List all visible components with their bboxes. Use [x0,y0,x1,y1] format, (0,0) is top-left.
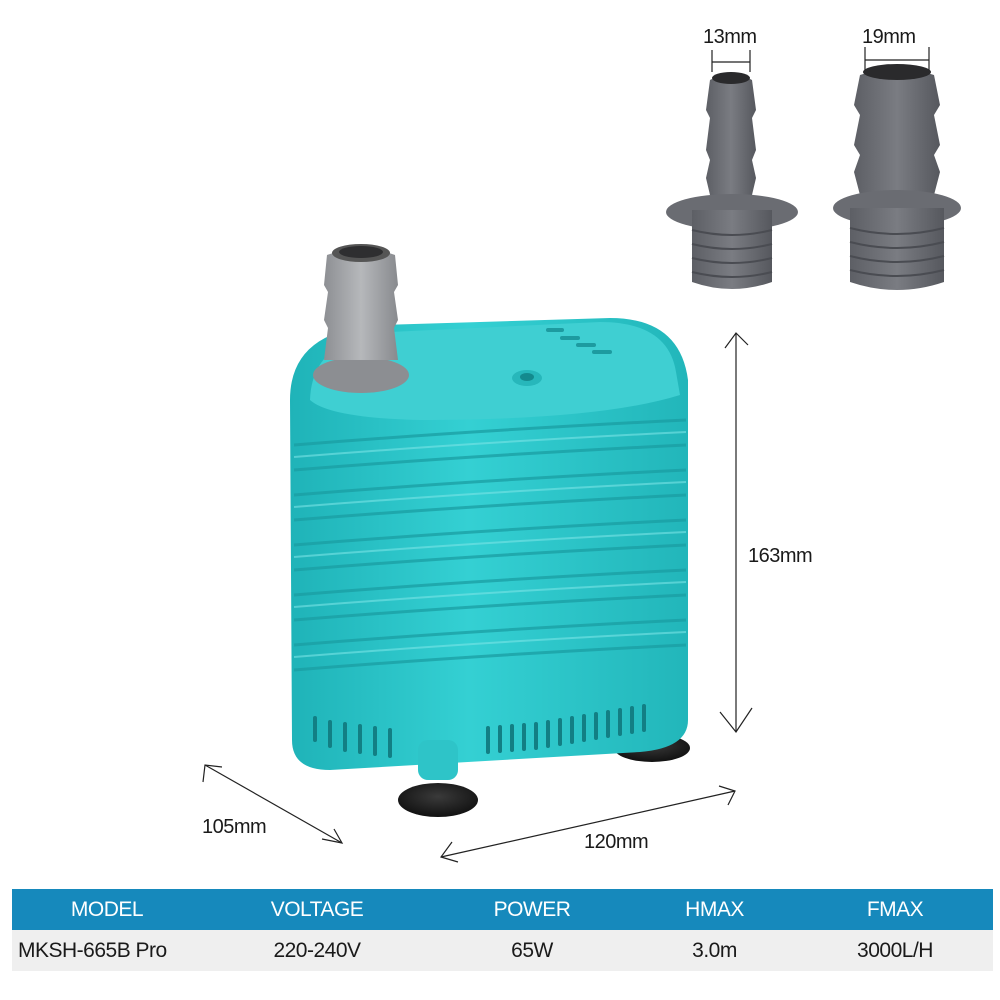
pump-body [290,244,690,817]
cell-fmax: 3000L/H [797,930,993,971]
cell-hmax: 3.0m [632,930,797,971]
depth-dimension-arrow [202,764,344,844]
cell-voltage: 220-240V [202,930,432,971]
header-fmax: FMAX [797,889,993,930]
depth-label: 105mm [202,816,267,838]
fitting-13mm-label: 13mm [703,26,757,48]
header-model: MODEL [12,889,202,930]
table-row: MKSH-665B Pro 220-240V 65W 3.0m 3000L/H [12,930,993,971]
fitting-19mm [833,47,961,290]
header-voltage: VOLTAGE [202,889,432,930]
cell-power: 65W [432,930,632,971]
header-power: POWER [432,889,632,930]
spec-table-header-row: MODEL VOLTAGE POWER HMAX FMAX [12,889,993,930]
fitting-19mm-label: 19mm [862,26,916,48]
width-label: 120mm [584,831,649,853]
header-hmax: HMAX [632,889,797,930]
fitting-13mm [666,50,798,289]
height-label: 163mm [748,545,813,567]
width-dimension-arrow [440,785,736,863]
height-dimension-arrow [719,332,753,734]
cell-model: MKSH-665B Pro [12,930,202,971]
spec-table: MODEL VOLTAGE POWER HMAX FMAX MKSH-665B … [12,889,993,971]
